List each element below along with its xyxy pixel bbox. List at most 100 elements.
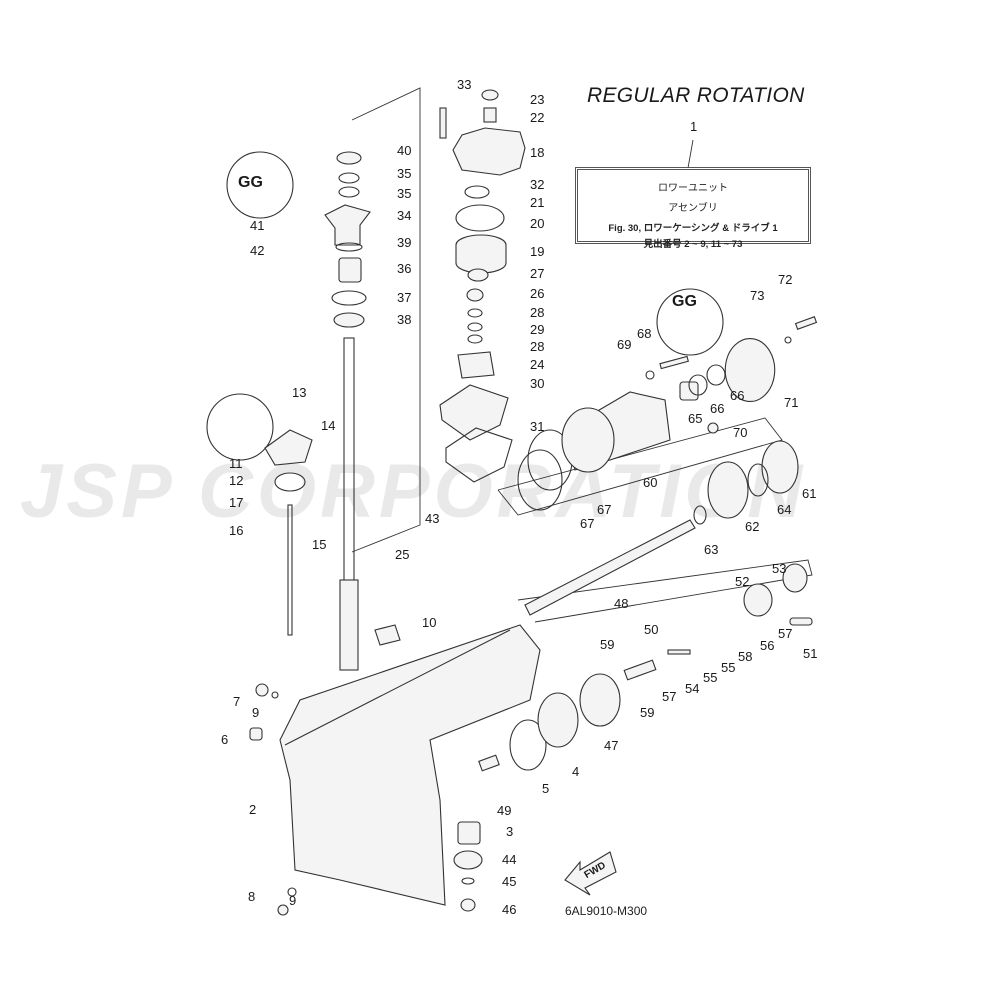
part-28a	[467, 308, 483, 318]
callout-47: 47	[604, 738, 619, 753]
part-48	[524, 519, 696, 616]
callout-42: 42	[250, 243, 265, 258]
part-36	[338, 257, 362, 283]
part-12	[274, 472, 306, 492]
part-4	[537, 692, 579, 748]
callout-2: 2	[249, 802, 257, 817]
part-29	[467, 322, 483, 332]
callout-8: 8	[248, 889, 256, 904]
callout-9-upper: 9	[252, 705, 260, 720]
part-61	[761, 440, 799, 494]
part-69	[645, 370, 655, 380]
callout-60: 60	[643, 475, 658, 490]
callout-9-lower: 9	[289, 893, 297, 908]
callout-4: 4	[572, 764, 580, 779]
fwd-arrow	[564, 851, 617, 896]
callout-41: 41	[250, 218, 265, 233]
casing-top-rim	[284, 629, 511, 746]
part-73	[784, 336, 792, 344]
part-23	[481, 89, 499, 101]
part-2-lower-casing	[279, 624, 541, 906]
callout-20: 20	[530, 216, 545, 231]
part-39	[335, 242, 363, 252]
callout-11: 11	[229, 456, 243, 471]
part-15-shift-rod	[287, 504, 293, 636]
part-38	[333, 312, 365, 328]
callout-6: 6	[221, 732, 229, 747]
part-34	[324, 204, 371, 246]
part-28b	[467, 334, 483, 344]
callout-18: 18	[530, 145, 545, 160]
callout-53: 53	[772, 561, 787, 576]
part-11	[264, 429, 313, 466]
callout-39: 39	[397, 235, 412, 250]
info-box-ref: 1	[690, 119, 698, 134]
callout-67-left: 67	[580, 516, 595, 531]
callout-30: 30	[530, 376, 545, 391]
propeller-shaft-frame	[517, 559, 813, 623]
callout-29: 29	[530, 322, 545, 337]
part-51	[789, 617, 813, 626]
callout-38: 38	[397, 312, 412, 327]
callout-69: 69	[617, 337, 632, 352]
callout-59-lower: 59	[640, 705, 655, 720]
callout-24: 24	[530, 357, 545, 372]
callout-50: 50	[644, 622, 659, 637]
watermark: JSP CORPORATION	[20, 449, 807, 534]
part-67a	[517, 449, 563, 511]
callout-3: 3	[506, 824, 514, 839]
callout-63: 63	[704, 542, 719, 557]
callout-72: 72	[778, 272, 793, 287]
part-21	[464, 185, 490, 199]
lower-casing	[277, 624, 541, 916]
callout-14: 14	[321, 418, 336, 433]
callout-62: 62	[745, 519, 760, 534]
diagram-title: REGULAR ROTATION	[587, 84, 805, 107]
callout-66-left: 66	[710, 401, 725, 416]
callout-66-right: 66	[730, 388, 745, 403]
grease-symbol-2: GG	[672, 293, 697, 310]
callout-34: 34	[397, 208, 412, 223]
part-60-front	[561, 407, 615, 473]
callout-25: 25	[395, 547, 410, 562]
part-45	[461, 877, 475, 885]
part-64	[747, 463, 769, 497]
part-50	[623, 659, 657, 681]
callout-23: 23	[530, 92, 545, 107]
part-18-pump-housing	[452, 127, 526, 176]
callout-26: 26	[530, 286, 545, 301]
part-68	[659, 355, 689, 370]
callout-28-upper: 28	[530, 305, 545, 320]
propeller-shaft	[524, 519, 813, 655]
callout-57-right: 57	[778, 626, 793, 641]
callout-15: 15	[312, 537, 327, 552]
info-box: ロワーユニット アセンブリ Fig. 30, ロワーケーシング & ドライブ 1…	[575, 167, 811, 250]
info-line-4: 見出番号 2 ~ 9, 11 ~ 73	[643, 239, 743, 250]
callout-35-lower: 35	[397, 186, 412, 201]
callout-12: 12	[229, 473, 244, 488]
drawing-code: 6AL9010-M300	[565, 904, 648, 918]
info-leader	[687, 139, 694, 169]
grease-symbol-1: GG	[238, 174, 263, 191]
callout-65: 65	[688, 411, 703, 426]
part-66a	[688, 374, 708, 396]
part-8	[277, 904, 289, 916]
callout-59-upper: 59	[600, 637, 615, 652]
callout-64: 64	[777, 502, 792, 517]
info-line-2: アセンブリ	[668, 203, 718, 214]
callout-43: 43	[425, 511, 440, 526]
fwd-arrow-icon	[564, 851, 617, 896]
part-63	[693, 505, 707, 525]
callout-28-lower: 28	[530, 339, 545, 354]
callout-67-right: 67	[597, 502, 612, 517]
forward-gear-parts	[509, 659, 657, 771]
rear-housing-parts	[517, 316, 818, 525]
callout-71: 71	[784, 395, 799, 410]
assembly-frames	[351, 87, 813, 623]
part-71	[724, 338, 776, 402]
pinion-parts	[453, 754, 500, 912]
part-6	[249, 727, 263, 741]
callout-52: 52	[735, 574, 750, 589]
callout-13: 13	[292, 385, 307, 400]
callout-10: 10	[422, 615, 437, 630]
